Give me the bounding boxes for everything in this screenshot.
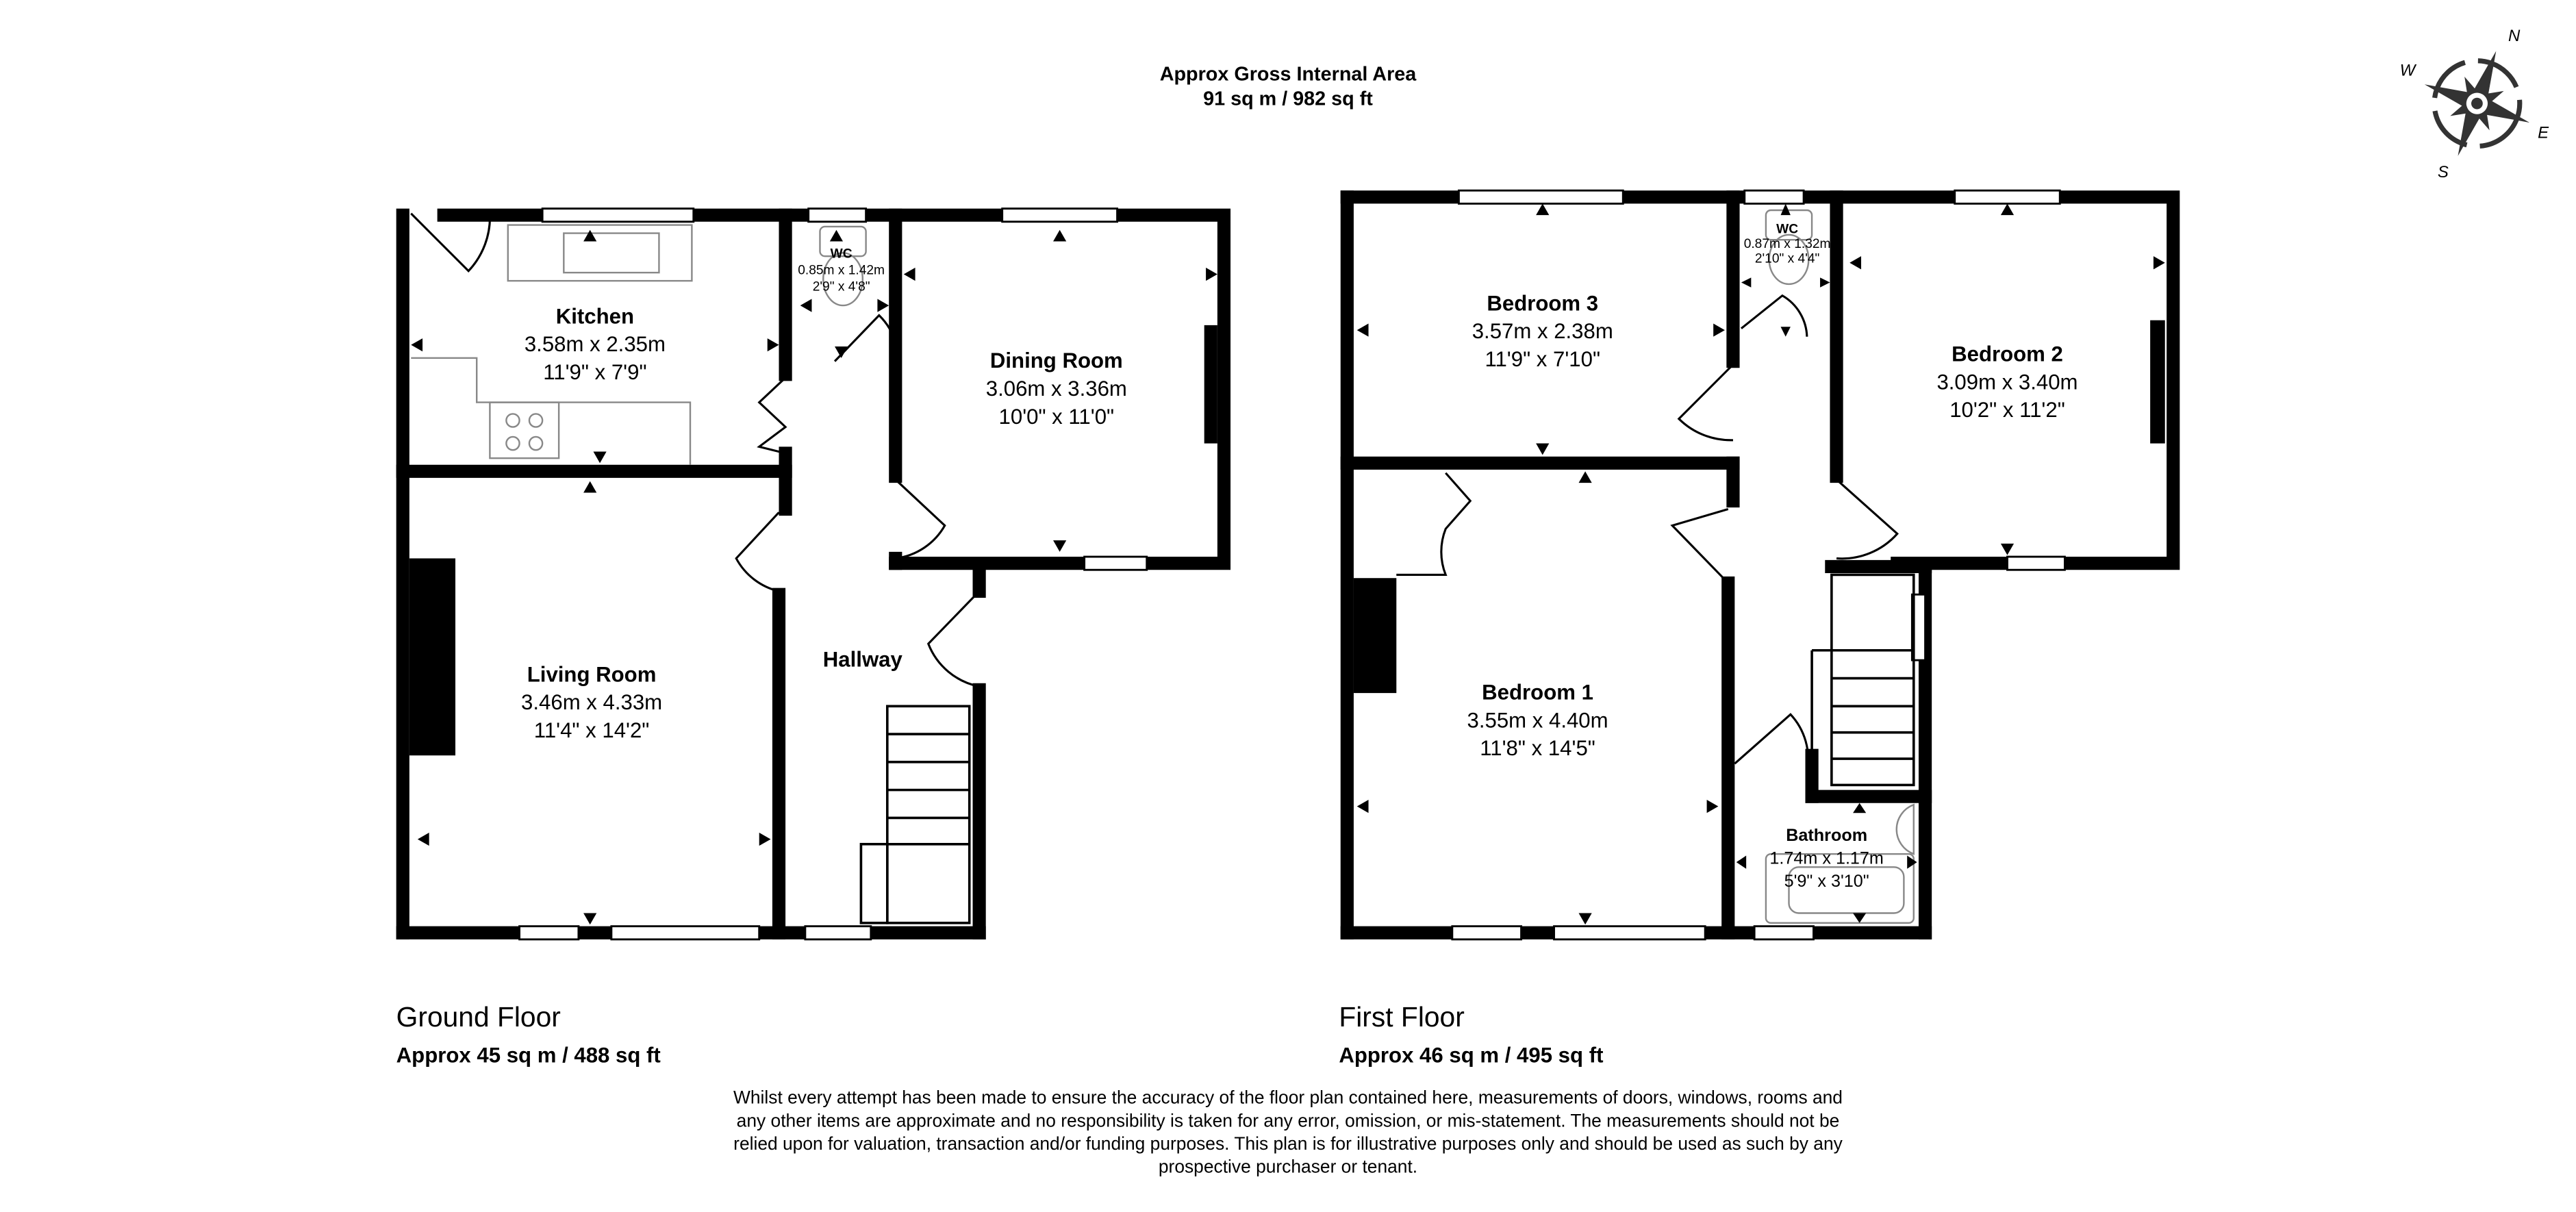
svg-text:11'9" x 7'10": 11'9" x 7'10" — [1485, 347, 1600, 371]
svg-text:Living Room: Living Room — [527, 662, 657, 686]
svg-text:11'4" x 14'2": 11'4" x 14'2" — [534, 718, 650, 742]
disclaimer: Whilst every attempt has been made to en… — [733, 1087, 1843, 1177]
gross-area-title: Approx Gross Internal Area — [1160, 64, 1417, 86]
svg-text:Bedroom 3: Bedroom 3 — [1487, 291, 1598, 315]
svg-text:WC: WC — [831, 247, 853, 262]
svg-text:Dining Room: Dining Room — [990, 349, 1123, 373]
svg-text:3.46m x 4.33m: 3.46m x 4.33m — [521, 690, 662, 714]
svg-text:2'9" x 4'8": 2'9" x 4'8" — [813, 280, 870, 294]
compass-n: N — [2508, 27, 2521, 45]
svg-text:10'0" x 11'0": 10'0" x 11'0" — [999, 405, 1115, 429]
compass-e: E — [2538, 123, 2549, 142]
room-bedroom-3: Bedroom 3 3.57m x 2.38m 11'9" x 7'10" — [1472, 291, 1613, 371]
svg-text:any other items are approximat: any other items are approximate and no r… — [737, 1110, 1840, 1131]
svg-text:Kitchen: Kitchen — [556, 304, 634, 328]
first-floor-label: First Floor — [1339, 1001, 1464, 1033]
room-bedroom-2: Bedroom 2 3.09m x 3.40m 10'2" x 11'2" — [1936, 342, 2078, 422]
svg-text:relied upon for valuation, tra: relied upon for valuation, transaction a… — [733, 1133, 1843, 1154]
svg-text:3.58m x 2.35m: 3.58m x 2.35m — [525, 332, 666, 356]
first-floor-plan: Bedroom 3 3.57m x 2.38m 11'9" x 7'10" WC… — [1340, 189, 2180, 941]
room-bedroom-1: Bedroom 1 3.55m x 4.40m 11'8" x 14'5" — [1467, 681, 1608, 761]
first-floor-area: Approx 46 sq m / 495 sq ft — [1339, 1044, 1603, 1068]
svg-text:Bedroom 1: Bedroom 1 — [1482, 681, 1593, 705]
ground-floor-area: Approx 45 sq m / 488 sq ft — [396, 1044, 661, 1068]
svg-text:WC: WC — [1776, 223, 1798, 237]
svg-text:11'9" x 7'9": 11'9" x 7'9" — [543, 360, 646, 384]
svg-text:2'10" x 4'4": 2'10" x 4'4" — [1755, 252, 1819, 266]
svg-text:Whilst every attempt has been: Whilst every attempt has been made to en… — [733, 1087, 1843, 1108]
ground-floor-label: Ground Floor — [396, 1001, 561, 1033]
room-dining-room: Dining Room 3.06m x 3.36m 10'0" x 11'0" — [986, 349, 1127, 429]
svg-text:11'8" x 14'5": 11'8" x 14'5" — [1480, 736, 1595, 760]
svg-text:3.06m x 3.36m: 3.06m x 3.36m — [986, 377, 1127, 401]
svg-text:Bedroom 2: Bedroom 2 — [1952, 342, 2063, 366]
svg-text:3.09m x 3.40m: 3.09m x 3.40m — [1936, 370, 2078, 394]
svg-text:1.74m x 1.17m: 1.74m x 1.17m — [1769, 849, 1884, 868]
room-living-room: Living Room 3.46m x 4.33m 11'4" x 14'2" — [521, 662, 662, 742]
compass-rose-icon — [2424, 51, 2530, 156]
svg-text:3.55m x 4.40m: 3.55m x 4.40m — [1467, 708, 1608, 732]
svg-text:prospective purchaser or tenan: prospective purchaser or tenant. — [1159, 1156, 1417, 1176]
ground-floor-plan: Kitchen 3.58m x 2.35m 11'9" x 7'9" WC 0.… — [396, 207, 1231, 941]
room-wc-first: WC 0.87m x 1.32m 2'10" x 4'4" — [1744, 223, 1831, 266]
svg-text:5'9" x 3'10": 5'9" x 3'10" — [1784, 872, 1869, 891]
svg-text:3.57m x 2.38m: 3.57m x 2.38m — [1472, 319, 1613, 343]
room-kitchen: Kitchen 3.58m x 2.35m 11'9" x 7'9" — [525, 304, 666, 384]
gross-area-total: 91 sq m / 982 sq ft — [1203, 88, 1373, 110]
first-floor-stairs — [1810, 573, 1915, 787]
svg-text:Bathroom: Bathroom — [1786, 826, 1867, 845]
ground-floor-stairs — [859, 705, 971, 924]
svg-text:0.85m x 1.42m: 0.85m x 1.42m — [798, 264, 885, 278]
room-wc-ground: WC 0.85m x 1.42m 2'9" x 4'8" — [798, 247, 885, 294]
svg-text:10'2" x 11'2": 10'2" x 11'2" — [1949, 398, 2065, 422]
compass-s: S — [2438, 163, 2449, 181]
room-hallway: Hallway — [823, 648, 903, 672]
svg-text:0.87m x 1.32m: 0.87m x 1.32m — [1744, 237, 1831, 251]
compass-w: W — [2400, 61, 2417, 79]
room-bathroom: Bathroom 1.74m x 1.17m 5'9" x 3'10" — [1769, 826, 1884, 891]
